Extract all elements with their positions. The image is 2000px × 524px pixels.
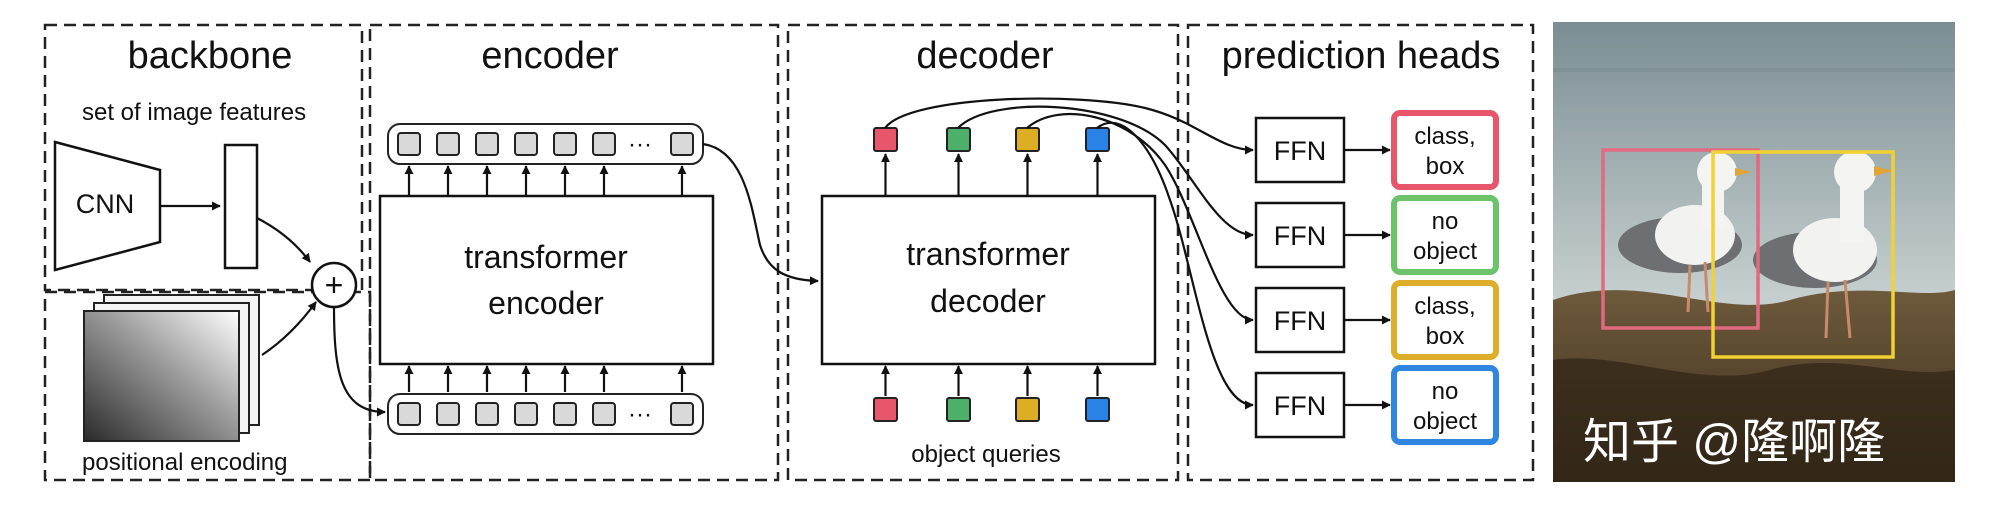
backbone-title: backbone (128, 35, 293, 77)
encoder-bottom-ellipsis: ··· (628, 401, 652, 428)
encoder-arrows (404, 165, 687, 392)
transformer-decoder-line2: decoder (930, 283, 1046, 319)
prediction-heads-title: prediction heads (1222, 35, 1501, 77)
prediction-output-line2: box (1426, 153, 1465, 180)
transformer-encoder-line1: transformer (464, 239, 628, 275)
encoder-output-token (553, 132, 577, 156)
detection-photo: 知乎 @隆啊隆 (1553, 22, 1955, 482)
encoder-input-token (514, 402, 538, 426)
image-features-label: set of image features (82, 99, 306, 126)
decoder-section: decoder (786, 23, 1180, 482)
detection-box-1 (1601, 148, 1760, 330)
encoder-output-token (592, 132, 616, 156)
positional-encoding-stack (83, 294, 260, 442)
decoder-to-ffn-curves (884, 97, 1254, 410)
prediction-output-box (1391, 365, 1499, 445)
prediction-output-line2: box (1426, 323, 1465, 350)
prediction-head-4: FFN no object (1254, 365, 1499, 445)
encoder-output-tokens: ··· (387, 123, 704, 165)
decoder-output-token (1085, 127, 1110, 152)
transformer-encoder-block: transformer encoder (378, 194, 715, 366)
ffn-block (1254, 286, 1346, 354)
backbone-section: backbone (43, 23, 364, 292)
encoder-section: encoder (368, 23, 780, 482)
decoder-title: decoder (916, 35, 1054, 77)
plus-symbol: + (325, 267, 344, 303)
prediction-output-line1: class, (1414, 123, 1475, 150)
encoder-output-token (436, 132, 460, 156)
encoder-input-token (436, 402, 460, 426)
encoder-input-token (592, 402, 616, 426)
ffn-block (1254, 371, 1346, 439)
prediction-head-3: FFN class, box (1254, 280, 1499, 360)
object-query-token (1085, 397, 1110, 422)
transformer-encoder-line2: encoder (488, 285, 604, 321)
encoder-output-token (514, 132, 538, 156)
watermark: 知乎 @隆啊隆 (1583, 416, 1885, 469)
encoder-input-token (475, 402, 499, 426)
encoder-output-token (397, 132, 421, 156)
encoder-title: encoder (481, 35, 619, 77)
prediction-output-line1: class, (1414, 293, 1475, 320)
encoder-input-tokens: ··· (387, 393, 704, 435)
prediction-output-box (1391, 195, 1499, 275)
transformer-decoder-line1: transformer (906, 236, 1070, 272)
transformer-decoder-block: transformer decoder (820, 194, 1157, 366)
encoder-input-token (553, 402, 577, 426)
ffn-block (1254, 116, 1346, 184)
prediction-head-1: FFN class, box (1254, 110, 1499, 190)
ffn-label: FFN (1274, 391, 1326, 421)
prediction-output-box (1391, 110, 1499, 190)
object-query-token (946, 397, 971, 422)
ffn-label: FFN (1274, 221, 1326, 251)
encoder-output-token (475, 132, 499, 156)
positional-encoding-section (43, 290, 372, 482)
cnn-label: CNN (76, 189, 135, 219)
cnn-block: CNN (53, 140, 162, 272)
ffn-label: FFN (1274, 306, 1326, 336)
prediction-head-2: FFN no object (1254, 195, 1499, 275)
prediction-output-line1: no (1432, 208, 1459, 235)
feature-map-block (223, 143, 259, 270)
encoder-output-token (670, 132, 694, 156)
encoder-input-token (670, 402, 694, 426)
ffn-label: FFN (1274, 136, 1326, 166)
object-query-token (1015, 397, 1040, 422)
prediction-heads-section: prediction heads (1186, 23, 1535, 482)
add-operator: + (310, 261, 358, 309)
object-queries-label: object queries (911, 441, 1060, 468)
prediction-output-box (1391, 280, 1499, 360)
encoder-top-ellipsis: ··· (628, 131, 652, 158)
prediction-output-line1: no (1432, 378, 1459, 405)
object-query-token (873, 397, 898, 422)
prediction-output-line2: object (1413, 238, 1477, 265)
ffn-block (1254, 201, 1346, 269)
decoder-output-token (1015, 127, 1040, 152)
detection-box-2 (1711, 150, 1895, 359)
positional-encoding-label: positional encoding (82, 449, 288, 476)
encoder-input-token (397, 402, 421, 426)
decoder-output-token (873, 127, 898, 152)
decoder-output-token (946, 127, 971, 152)
prediction-output-line2: object (1413, 408, 1477, 435)
